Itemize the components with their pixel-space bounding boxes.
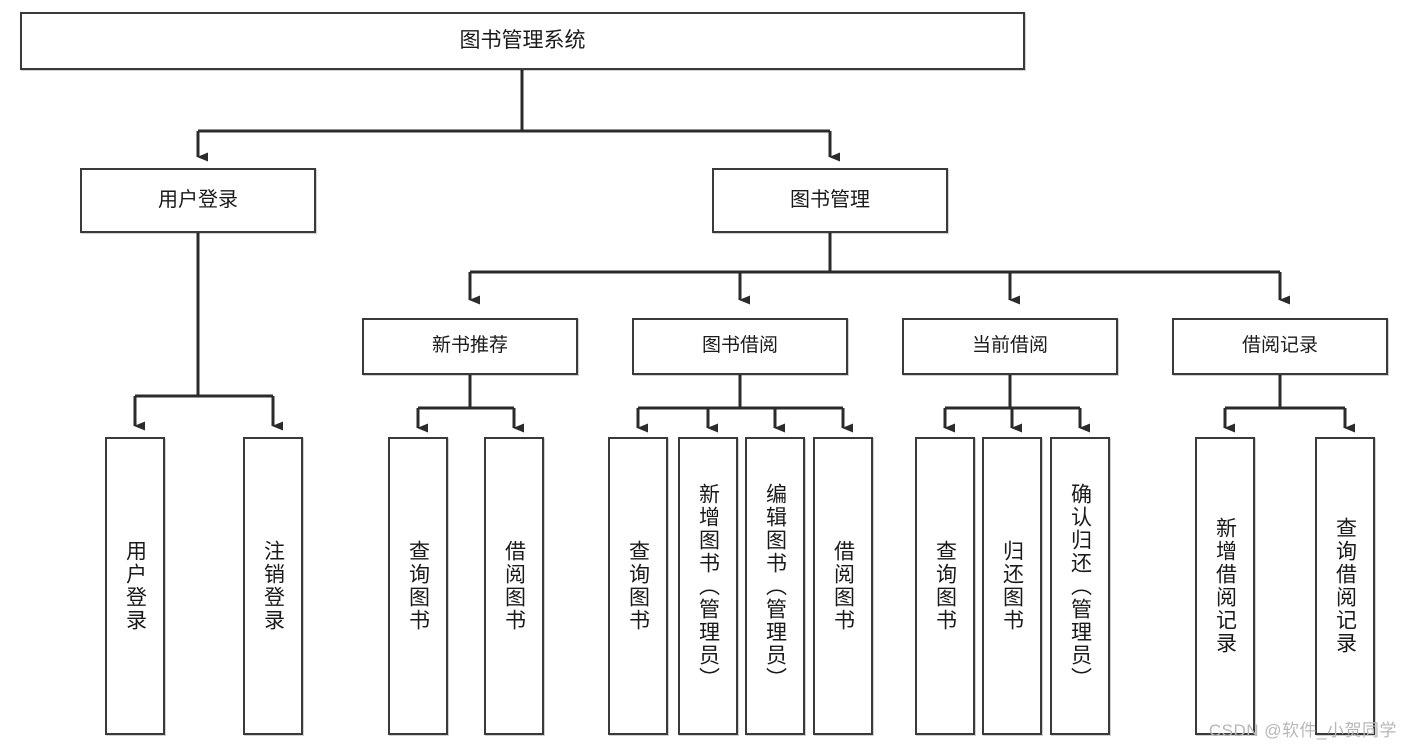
node-label: 编辑图书（管理员） bbox=[763, 482, 787, 690]
leaf-recommend-borrow-book[interactable]: 借阅图书 bbox=[484, 437, 544, 735]
node-book-borrow[interactable]: 图书借阅 bbox=[632, 318, 848, 375]
leaf-current-return-book[interactable]: 归还图书 bbox=[982, 437, 1042, 735]
node-label: 查询图书 bbox=[406, 540, 430, 632]
node-label: 查询图书 bbox=[933, 540, 957, 632]
node-label: 借阅图书 bbox=[831, 540, 855, 632]
leaf-recommend-query-book[interactable]: 查询图书 bbox=[388, 437, 448, 735]
leaf-borrow-query-book[interactable]: 查询图书 bbox=[608, 437, 668, 735]
node-label: 借阅记录 bbox=[1241, 335, 1318, 357]
node-label: 新增图书（管理员） bbox=[696, 482, 720, 690]
node-label: 新书推荐 bbox=[431, 335, 508, 357]
node-label: 归还图书 bbox=[1000, 540, 1024, 632]
node-label: 用户登录 bbox=[123, 540, 147, 632]
leaf-borrow-borrow-book[interactable]: 借阅图书 bbox=[813, 437, 873, 735]
leaf-record-add-record[interactable]: 新增借阅记录 bbox=[1195, 437, 1255, 735]
node-current-borrow[interactable]: 当前借阅 bbox=[902, 318, 1118, 375]
leaf-user-login-login[interactable]: 用户登录 bbox=[105, 437, 165, 735]
leaf-borrow-edit-book-admin[interactable]: 编辑图书（管理员） bbox=[745, 437, 805, 735]
csdn-watermark: CSDN @软件_小贺同学 bbox=[1208, 721, 1397, 740]
node-root-system[interactable]: 图书管理系统 bbox=[20, 12, 1025, 70]
leaf-record-query-record[interactable]: 查询借阅记录 bbox=[1315, 437, 1375, 735]
node-label: 注销登录 bbox=[261, 540, 285, 632]
node-label: 查询图书 bbox=[626, 540, 650, 632]
node-label: 确认归还（管理员） bbox=[1068, 482, 1092, 690]
node-label: 新增借阅记录 bbox=[1213, 517, 1237, 655]
node-label: 图书管理 bbox=[790, 188, 870, 211]
leaf-user-login-logout[interactable]: 注销登录 bbox=[243, 437, 303, 735]
node-borrow-record[interactable]: 借阅记录 bbox=[1172, 318, 1388, 375]
node-label: 图书管理系统 bbox=[459, 28, 586, 52]
node-label: 图书借阅 bbox=[701, 335, 778, 357]
node-label: 当前借阅 bbox=[971, 335, 1048, 357]
node-book-management[interactable]: 图书管理 bbox=[712, 168, 948, 233]
node-user-login[interactable]: 用户登录 bbox=[80, 168, 316, 233]
leaf-current-query-book[interactable]: 查询图书 bbox=[915, 437, 975, 735]
leaf-current-confirm-return-admin[interactable]: 确认归还（管理员） bbox=[1050, 437, 1110, 735]
node-label: 用户登录 bbox=[158, 188, 238, 211]
node-new-book-recommend[interactable]: 新书推荐 bbox=[362, 318, 578, 375]
leaf-borrow-add-book-admin[interactable]: 新增图书（管理员） bbox=[678, 437, 738, 735]
node-label: 借阅图书 bbox=[502, 540, 526, 632]
node-label: 查询借阅记录 bbox=[1333, 517, 1357, 655]
